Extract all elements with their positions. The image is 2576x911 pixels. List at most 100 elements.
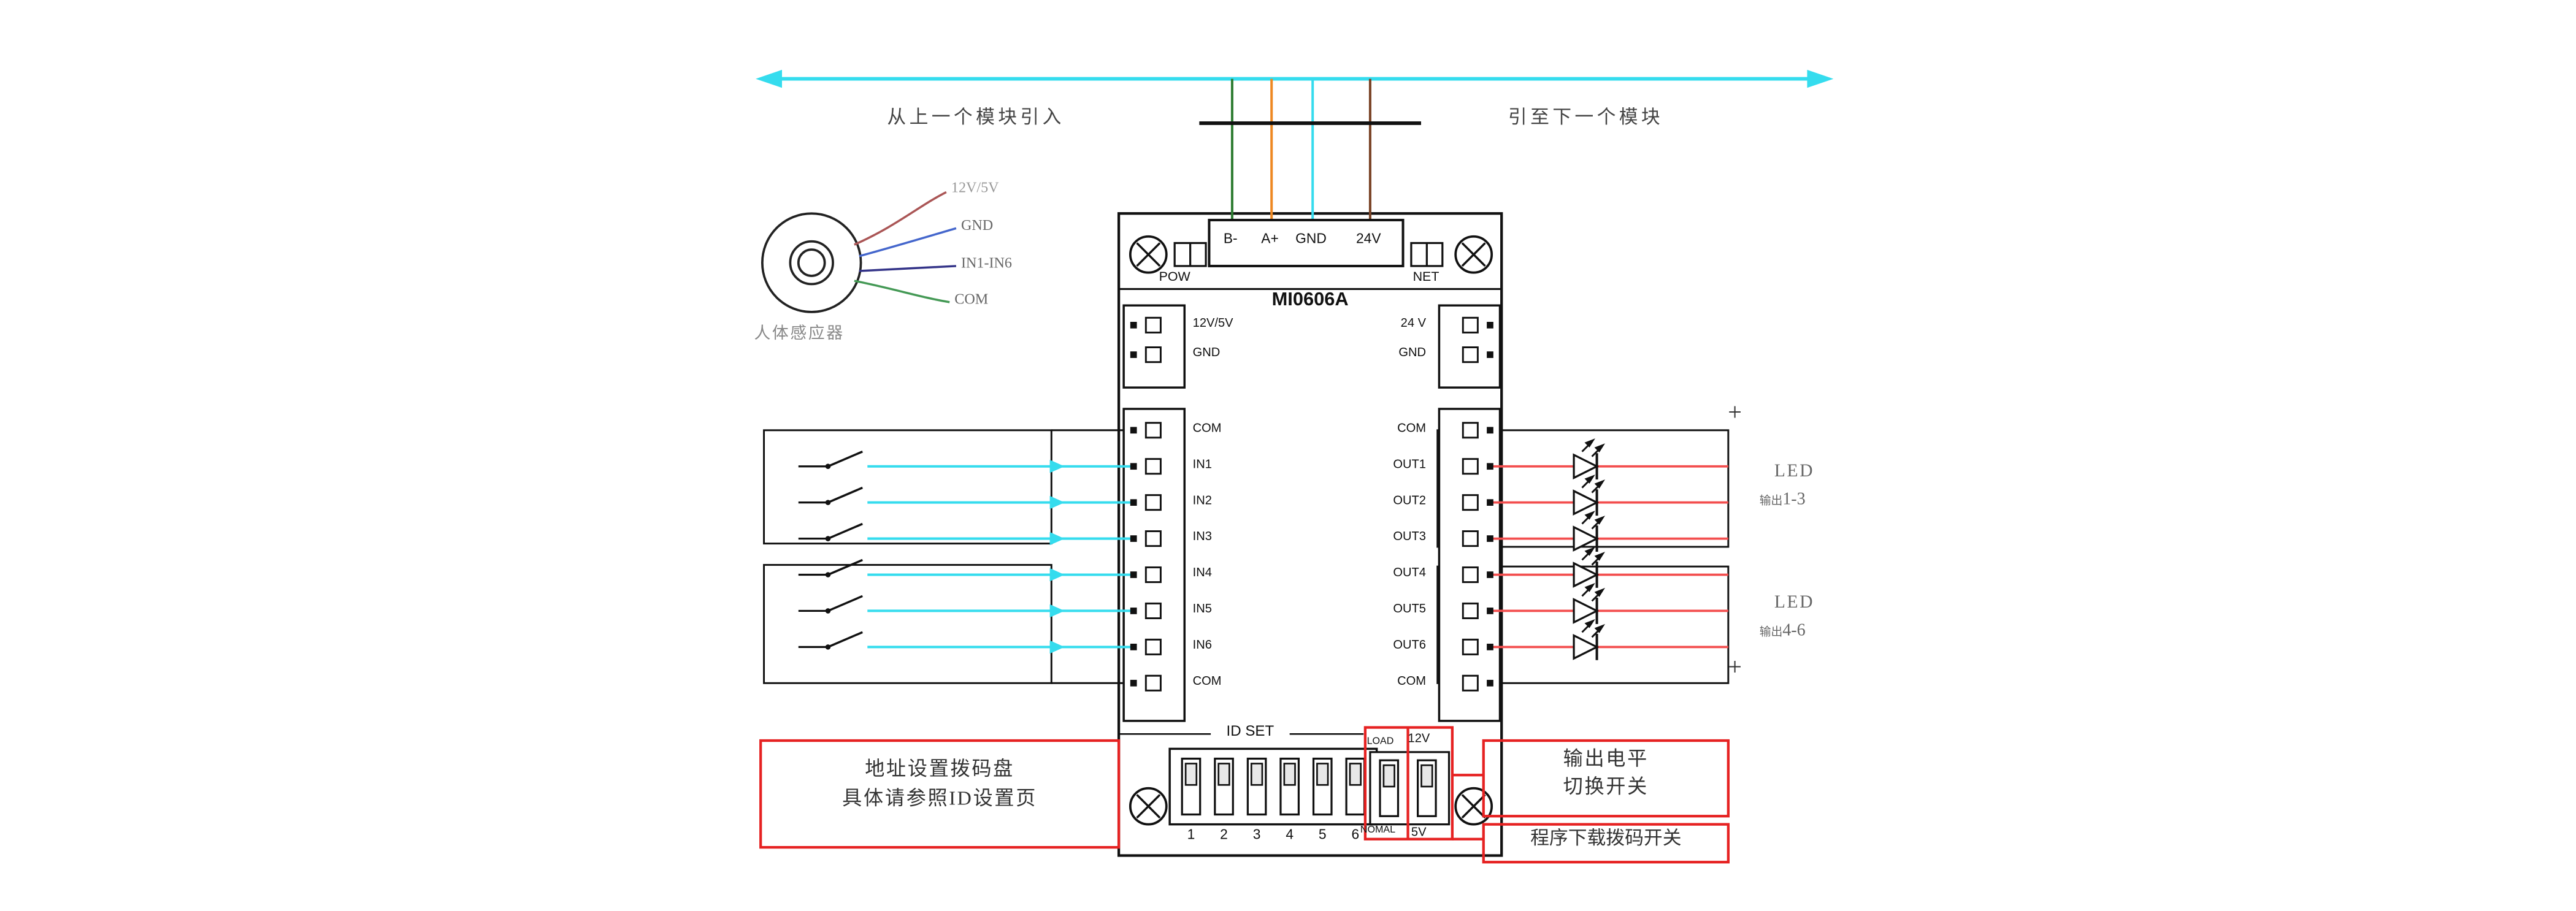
level-note-line1: 输出电平 bbox=[1563, 747, 1649, 771]
id-set-label: ID SET bbox=[1211, 722, 1290, 740]
annotation-marks bbox=[759, 726, 1730, 864]
id-set-dip-switch bbox=[1168, 747, 1378, 826]
level-note-box bbox=[1482, 739, 1730, 818]
address-note-line2: 具体请参照ID设置页 bbox=[842, 787, 1038, 810]
plus-bottom: + bbox=[1728, 655, 1742, 682]
input-terminal-label: IN1 bbox=[1192, 456, 1212, 471]
input-terminal-label: IN2 bbox=[1192, 492, 1212, 508]
led-icon bbox=[1492, 583, 1728, 624]
dip-switch-1 bbox=[1181, 757, 1202, 816]
screw-icon bbox=[1454, 235, 1493, 274]
load-label: LOAD bbox=[1367, 737, 1394, 747]
sensor-wire-label: GND bbox=[960, 216, 994, 234]
switch-icon bbox=[799, 452, 1132, 473]
input-terminal-label: COM bbox=[1192, 420, 1222, 435]
dip-number: 5 bbox=[1318, 826, 1327, 843]
output-terminal-label: OUT1 bbox=[1393, 456, 1426, 471]
dip-switch-4 bbox=[1279, 757, 1300, 816]
switch-icon bbox=[799, 596, 1132, 617]
led-icon bbox=[1492, 438, 1728, 479]
mode-switch-block bbox=[1369, 751, 1451, 826]
led-icon bbox=[1492, 511, 1728, 552]
output-terminal-label: OUT4 bbox=[1393, 565, 1426, 580]
dip-switch-2 bbox=[1214, 757, 1234, 816]
led-group1-title: LED bbox=[1774, 461, 1815, 481]
bus-terminal-label: A+ bbox=[1261, 229, 1279, 246]
dip-number: 4 bbox=[1286, 826, 1294, 843]
switch-icon bbox=[799, 488, 1132, 509]
switch-icon bbox=[799, 524, 1132, 545]
12v-label: 12V bbox=[1408, 730, 1430, 746]
flow-out-label: 引至下一个模块 bbox=[1508, 108, 1664, 128]
switch-icon bbox=[799, 560, 1132, 581]
pow-label: POW bbox=[1159, 269, 1190, 284]
flow-in-label: 从上一个模块引入 bbox=[887, 108, 1065, 128]
dip-number: 3 bbox=[1252, 826, 1261, 843]
dip-number: 2 bbox=[1220, 826, 1228, 843]
led-group2-prefix: 输出 bbox=[1759, 625, 1783, 639]
output-group-boxes bbox=[1436, 429, 1730, 684]
network-bus-wires bbox=[756, 69, 1834, 220]
sensor-wires bbox=[854, 191, 957, 303]
input-terminal-label: IN5 bbox=[1192, 601, 1212, 616]
input-terminal-label: IN6 bbox=[1192, 637, 1212, 652]
bus-terminal-block bbox=[1208, 218, 1405, 267]
output-led-rows bbox=[1492, 438, 1728, 660]
address-note-line1: 地址设置拨码盘 bbox=[865, 757, 1015, 780]
load-switch bbox=[1379, 759, 1400, 817]
output-terminal-label: OUT2 bbox=[1393, 492, 1426, 508]
dip-number: 6 bbox=[1351, 826, 1360, 843]
input-terminal-label: COM bbox=[1192, 673, 1222, 688]
bus-terminal-label: GND bbox=[1295, 229, 1327, 246]
screw-icon bbox=[1129, 787, 1168, 826]
output-terminal-label: OUT3 bbox=[1393, 528, 1426, 544]
led-icon bbox=[1492, 475, 1728, 516]
address-note-box bbox=[759, 739, 1121, 849]
input-terminal-label: IN3 bbox=[1192, 528, 1212, 544]
arrow-left-icon bbox=[756, 69, 782, 88]
dip-number: 1 bbox=[1187, 826, 1195, 843]
input-group-boxes bbox=[763, 429, 1132, 684]
input-switch-rows bbox=[799, 452, 1132, 654]
output-terminal-label: COM bbox=[1397, 420, 1426, 435]
led-group2-title: LED bbox=[1774, 592, 1815, 613]
download-note-box bbox=[1482, 823, 1730, 864]
led-group1-range: 1-3 bbox=[1782, 490, 1806, 509]
input-terminal-label: IN4 bbox=[1192, 565, 1212, 580]
output-terminal-label: COM bbox=[1397, 673, 1426, 688]
dip-switch-6 bbox=[1345, 757, 1366, 816]
arrow-right-icon bbox=[1807, 69, 1834, 88]
sensor-icon bbox=[761, 212, 862, 313]
jumper-blocks bbox=[1173, 242, 1444, 267]
net-label: NET bbox=[1413, 269, 1439, 284]
download-note: 程序下载拨码开关 bbox=[1530, 829, 1682, 849]
5v-label: 5V bbox=[1411, 824, 1427, 839]
dip-switch-5 bbox=[1312, 757, 1333, 816]
led-group1-prefix: 输出 bbox=[1759, 494, 1783, 508]
bus-terminal-label: B- bbox=[1223, 229, 1238, 246]
sensor-wire-label: 12V/5V bbox=[951, 178, 999, 196]
sensor-name: 人体感应器 bbox=[754, 325, 845, 343]
output-terminal-label: OUT5 bbox=[1393, 601, 1426, 616]
sensor-wire-label: COM bbox=[954, 291, 989, 307]
left-power-label: 12V/5V bbox=[1192, 315, 1233, 330]
led-group1-sub: 输出1-3 bbox=[1760, 482, 1806, 513]
led-icon bbox=[1492, 619, 1728, 660]
switch-icon bbox=[799, 632, 1132, 654]
dip-switch-3 bbox=[1246, 757, 1267, 816]
screw-icon bbox=[1129, 235, 1168, 274]
plus-top: + bbox=[1728, 400, 1742, 427]
left-power-label: GND bbox=[1192, 345, 1221, 360]
level-switch bbox=[1416, 759, 1437, 817]
bus-terminal-label: 24V bbox=[1355, 229, 1381, 246]
sensor-wire-label: IN1-IN6 bbox=[960, 254, 1012, 271]
led-group2-sub: 输出4-6 bbox=[1760, 614, 1806, 644]
module-title: MI0606A bbox=[1271, 291, 1349, 311]
led-group2-range: 4-6 bbox=[1782, 622, 1806, 641]
right-power-label: 24 V bbox=[1400, 315, 1426, 330]
level-note-line2: 切换开关 bbox=[1563, 775, 1649, 798]
output-terminal-label: OUT6 bbox=[1393, 637, 1426, 652]
nomal-label: NOMAL bbox=[1360, 826, 1396, 836]
